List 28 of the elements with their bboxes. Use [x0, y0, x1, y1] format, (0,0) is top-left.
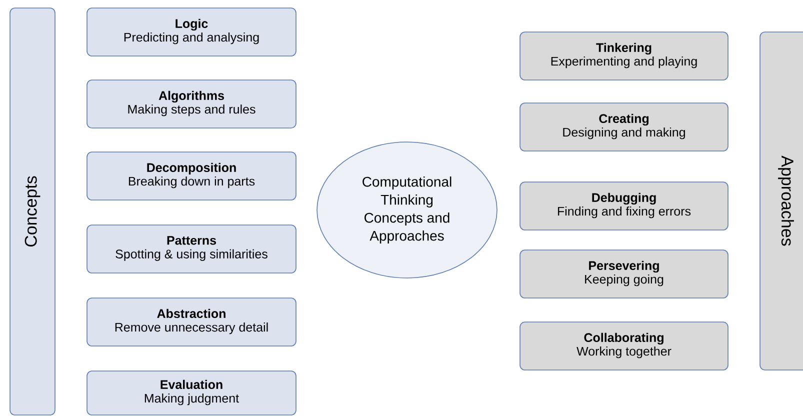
box-label: Collaborating Working together: [576, 332, 672, 358]
box-label: Debugging Finding and fixing errors: [558, 192, 691, 218]
label-box: [520, 182, 728, 230]
box-label: Persevering Keeping going: [585, 260, 664, 286]
box-label: Patterns Spotting & using similarities: [116, 236, 268, 261]
label-box: [86, 80, 296, 128]
band-label: Concepts: [24, 176, 40, 247]
box-label: Algorithms Making steps and rules: [128, 90, 256, 116]
label-box: [86, 8, 296, 56]
label-box: [520, 102, 728, 152]
label-box: [86, 298, 296, 346]
label-box: [520, 322, 728, 370]
box-label: Tinkering Experimenting and playing: [551, 42, 697, 68]
box-label: Creating Designing and making: [563, 114, 685, 140]
label-box: [86, 152, 296, 200]
box-label: Logic Predicting and analysing: [124, 18, 259, 44]
band-label: Approaches: [778, 156, 794, 246]
label-box: [86, 370, 296, 416]
box-label: Abstraction Remove unnecessary detail: [115, 308, 268, 334]
box-label: Evaluation Making judgment: [144, 380, 239, 406]
label-box: [520, 32, 728, 80]
box-label: Decomposition Breaking down in parts: [128, 162, 255, 188]
concept-ellipse: [316, 142, 498, 278]
label-box: [86, 224, 296, 274]
label-box: [520, 250, 728, 298]
side-band: [760, 32, 803, 370]
side-band: [10, 8, 56, 416]
ellipse-label: Computational Thinking Concepts and Approaches: [362, 176, 452, 244]
